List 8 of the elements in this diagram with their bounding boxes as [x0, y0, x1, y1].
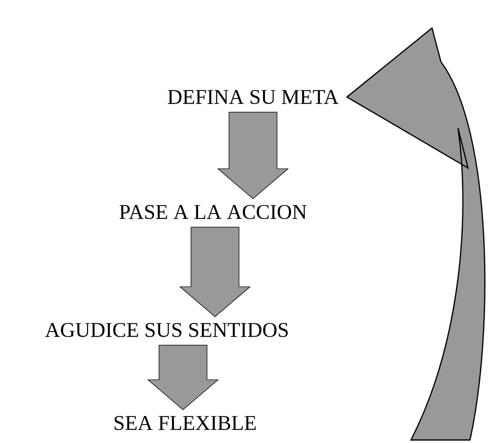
block-arrow [147, 344, 219, 410]
block-arrow [179, 226, 251, 318]
block-arrow [217, 112, 289, 200]
step-text: DEFINA SU META [168, 90, 339, 104]
curved-arrow [346, 27, 486, 441]
step-text: AGUDICE SUS SENTIDOS [45, 322, 288, 338]
step-text: SEA FLEXIBLE [114, 416, 256, 430]
step-text: PASE A LA ACCION [120, 204, 307, 220]
